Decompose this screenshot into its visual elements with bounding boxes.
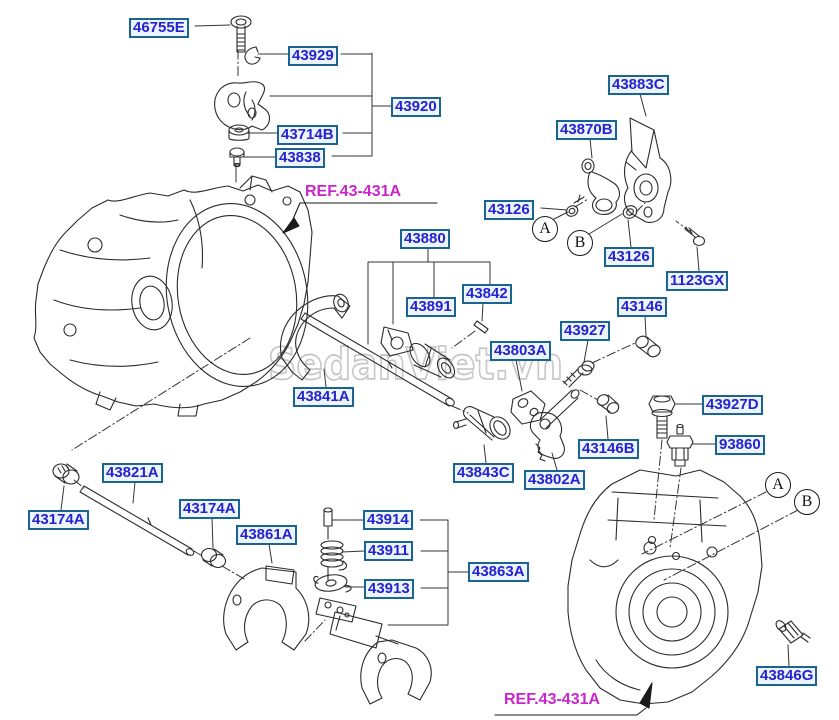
plate-43803A-drawing <box>510 390 546 425</box>
washer-43714B-drawing <box>228 124 250 141</box>
part-label-43802A-21[interactable]: 43802A <box>524 470 585 490</box>
washer-43126-left-drawing <box>565 205 579 217</box>
part-label-43846G-30[interactable]: 43846G <box>756 666 818 686</box>
part-label-43891-11[interactable]: 43891 <box>406 297 456 317</box>
part-label-43861A-25[interactable]: 43861A <box>236 525 297 545</box>
part-label-43146B-17[interactable]: 43146B <box>578 439 639 459</box>
part-label-43870B-6[interactable]: 43870B <box>556 120 617 140</box>
lever-43920-drawing <box>214 81 271 131</box>
roller-43146-drawing <box>635 335 661 358</box>
callout-circle-b-1: B <box>567 230 593 256</box>
assembly-axis-lines <box>71 49 799 642</box>
bushing-43174A-left-drawing <box>52 463 80 485</box>
sensor-43846G-drawing <box>775 620 811 644</box>
part-label-43126-8[interactable]: 43126 <box>604 247 654 267</box>
ref-label-1[interactable]: REF.43-431A <box>504 691 601 708</box>
fork-rail-43863A-drawing <box>315 597 432 705</box>
part-label-43927D-18[interactable]: 43927D <box>702 395 763 415</box>
part-label-43911-27[interactable]: 43911 <box>364 541 413 561</box>
part-label-43843C-20[interactable]: 43843C <box>453 463 514 483</box>
callout-circle-a-0: A <box>532 216 558 242</box>
part-label-93860-19[interactable]: 93860 <box>715 435 765 455</box>
callout-circle-a-2: A <box>765 472 791 498</box>
part-label-43714B-3[interactable]: 43714B <box>277 125 338 145</box>
washer-43913-drawing <box>313 574 352 593</box>
part-label-43146-14[interactable]: 43146 <box>617 297 667 317</box>
ref-bottom-pointer <box>494 682 653 716</box>
part-label-43914-26[interactable]: 43914 <box>363 510 413 530</box>
part-label-43174A-23[interactable]: 43174A <box>28 510 89 530</box>
fork-43841A-drawing <box>279 293 351 381</box>
part-label-46755E-0[interactable]: 46755E <box>129 18 189 38</box>
shaft-43802A-drawing <box>539 389 580 429</box>
left-housing-drawing <box>33 175 313 417</box>
bolt-1123GX-drawing <box>684 226 706 247</box>
part-label-1123GX-9[interactable]: 1123GX <box>666 271 729 291</box>
shift-rail-43841A-drawing <box>300 312 455 407</box>
part-label-43838-4[interactable]: 43838 <box>275 148 325 168</box>
part-label-43920-2[interactable]: 43920 <box>391 97 441 117</box>
interlock-spool-drawing <box>409 342 456 379</box>
switch-93860-drawing <box>666 423 694 467</box>
right-housing-drawing <box>567 469 763 705</box>
part-label-43863A-29[interactable]: 43863A <box>468 562 529 582</box>
part-label-43803A-15[interactable]: 43803A <box>490 341 551 361</box>
part-label-43927-13[interactable]: 43927 <box>560 321 610 341</box>
part-label-43126-7[interactable]: 43126 <box>484 200 534 220</box>
lug-43843C-drawing <box>452 406 511 441</box>
ref-top-pointer <box>282 202 438 234</box>
part-label-43913-28[interactable]: 43913 <box>364 579 414 599</box>
leader-lines <box>60 24 790 667</box>
shaft-43821A-drawing <box>79 485 195 556</box>
washer-43126-right-drawing <box>622 205 638 219</box>
stopper-43838-drawing <box>229 147 245 168</box>
fork-43861A-drawing <box>223 565 310 651</box>
clip-43929-drawing <box>244 46 261 65</box>
ref-label-0[interactable]: REF.43-431A <box>305 183 402 200</box>
bushing-43174A-right-drawing <box>200 547 227 569</box>
part-label-43880-10[interactable]: 43880 <box>400 229 450 249</box>
bracket-43883C-drawing <box>623 117 672 223</box>
part-label-43842-12[interactable]: 43842 <box>462 284 512 304</box>
bolt-43927-drawing <box>562 360 595 388</box>
lever-43870B-drawing <box>573 158 621 215</box>
spring-43911-drawing <box>320 540 348 581</box>
part-label-43174A-24[interactable]: 43174A <box>179 499 240 519</box>
part-label-43883C-5[interactable]: 43883C <box>608 75 669 95</box>
pin-43842-drawing <box>473 320 489 334</box>
bushing-43146B-drawing <box>596 394 620 414</box>
pin-43914-drawing <box>323 507 333 540</box>
bolt-46755E-drawing <box>230 15 252 53</box>
interlock-block-43891-drawing <box>380 326 414 357</box>
part-label-43841A-16[interactable]: 43841A <box>293 387 354 407</box>
lever-43802A-drawing <box>529 411 565 462</box>
part-label-43821A-22[interactable]: 43821A <box>102 463 163 483</box>
part-label-43929-1[interactable]: 43929 <box>288 46 338 66</box>
callout-circle-b-3: B <box>794 489 820 515</box>
bolt-43927D-drawing <box>648 395 676 439</box>
